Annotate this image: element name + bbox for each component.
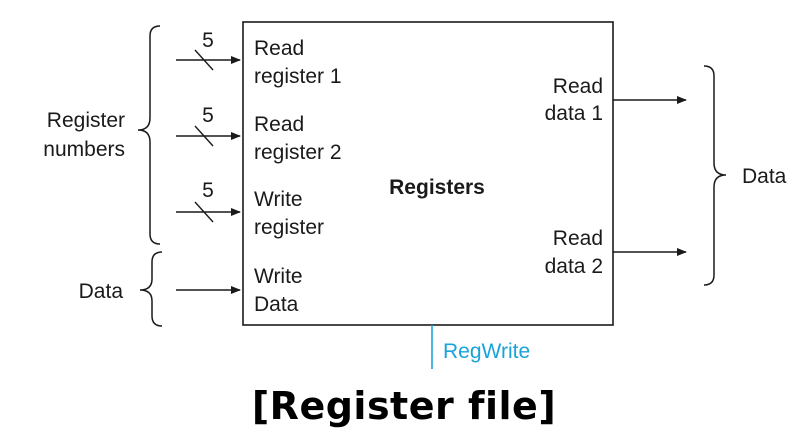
read-register-2-label-line2: register 2	[254, 141, 342, 164]
write-register-label-line1: Write	[254, 188, 303, 211]
read-register-2-input: 5 Read register 2	[176, 104, 342, 164]
read-register-1-input: 5 Read register 1	[176, 29, 342, 88]
read-data-2-output: Read data 2	[545, 227, 687, 278]
register-numbers-label-line2: numbers	[43, 138, 125, 161]
read-register-2-label-line1: Read	[254, 113, 304, 136]
write-data-input: Write Data	[176, 265, 303, 316]
read-data-2-label-line1: Read	[553, 227, 603, 250]
read-data-1-label-line1: Read	[553, 75, 603, 98]
write-register-label-line2: register	[254, 216, 324, 239]
read-register-1-label-line1: Read	[254, 37, 304, 60]
read-data-2-label-line2: data 2	[545, 255, 603, 278]
write-data-label-line1: Write	[254, 265, 303, 288]
write-register-input: 5 Write register	[176, 179, 324, 239]
registers-label: Registers	[389, 176, 485, 199]
figure-caption: [Register file]	[251, 384, 557, 428]
data-input-label: Data	[79, 280, 124, 303]
data-output-brace: Data	[703, 65, 787, 286]
bus-width-label: 5	[202, 29, 214, 52]
write-data-label-line2: Data	[254, 293, 299, 316]
read-data-1-output: Read data 1	[545, 75, 687, 125]
regwrite-control: RegWrite	[431, 325, 530, 369]
data-input-brace: Data	[79, 251, 163, 327]
regwrite-label: RegWrite	[443, 340, 530, 363]
read-data-1-label-line2: data 1	[545, 102, 603, 125]
bus-width-label: 5	[202, 104, 214, 127]
register-numbers-brace: Register numbers	[43, 25, 161, 245]
register-numbers-label-line1: Register	[47, 109, 125, 132]
bus-width-label: 5	[202, 179, 214, 202]
registers-block	[242, 21, 614, 326]
read-register-1-label-line2: register 1	[254, 65, 342, 88]
data-output-label: Data	[742, 165, 787, 188]
